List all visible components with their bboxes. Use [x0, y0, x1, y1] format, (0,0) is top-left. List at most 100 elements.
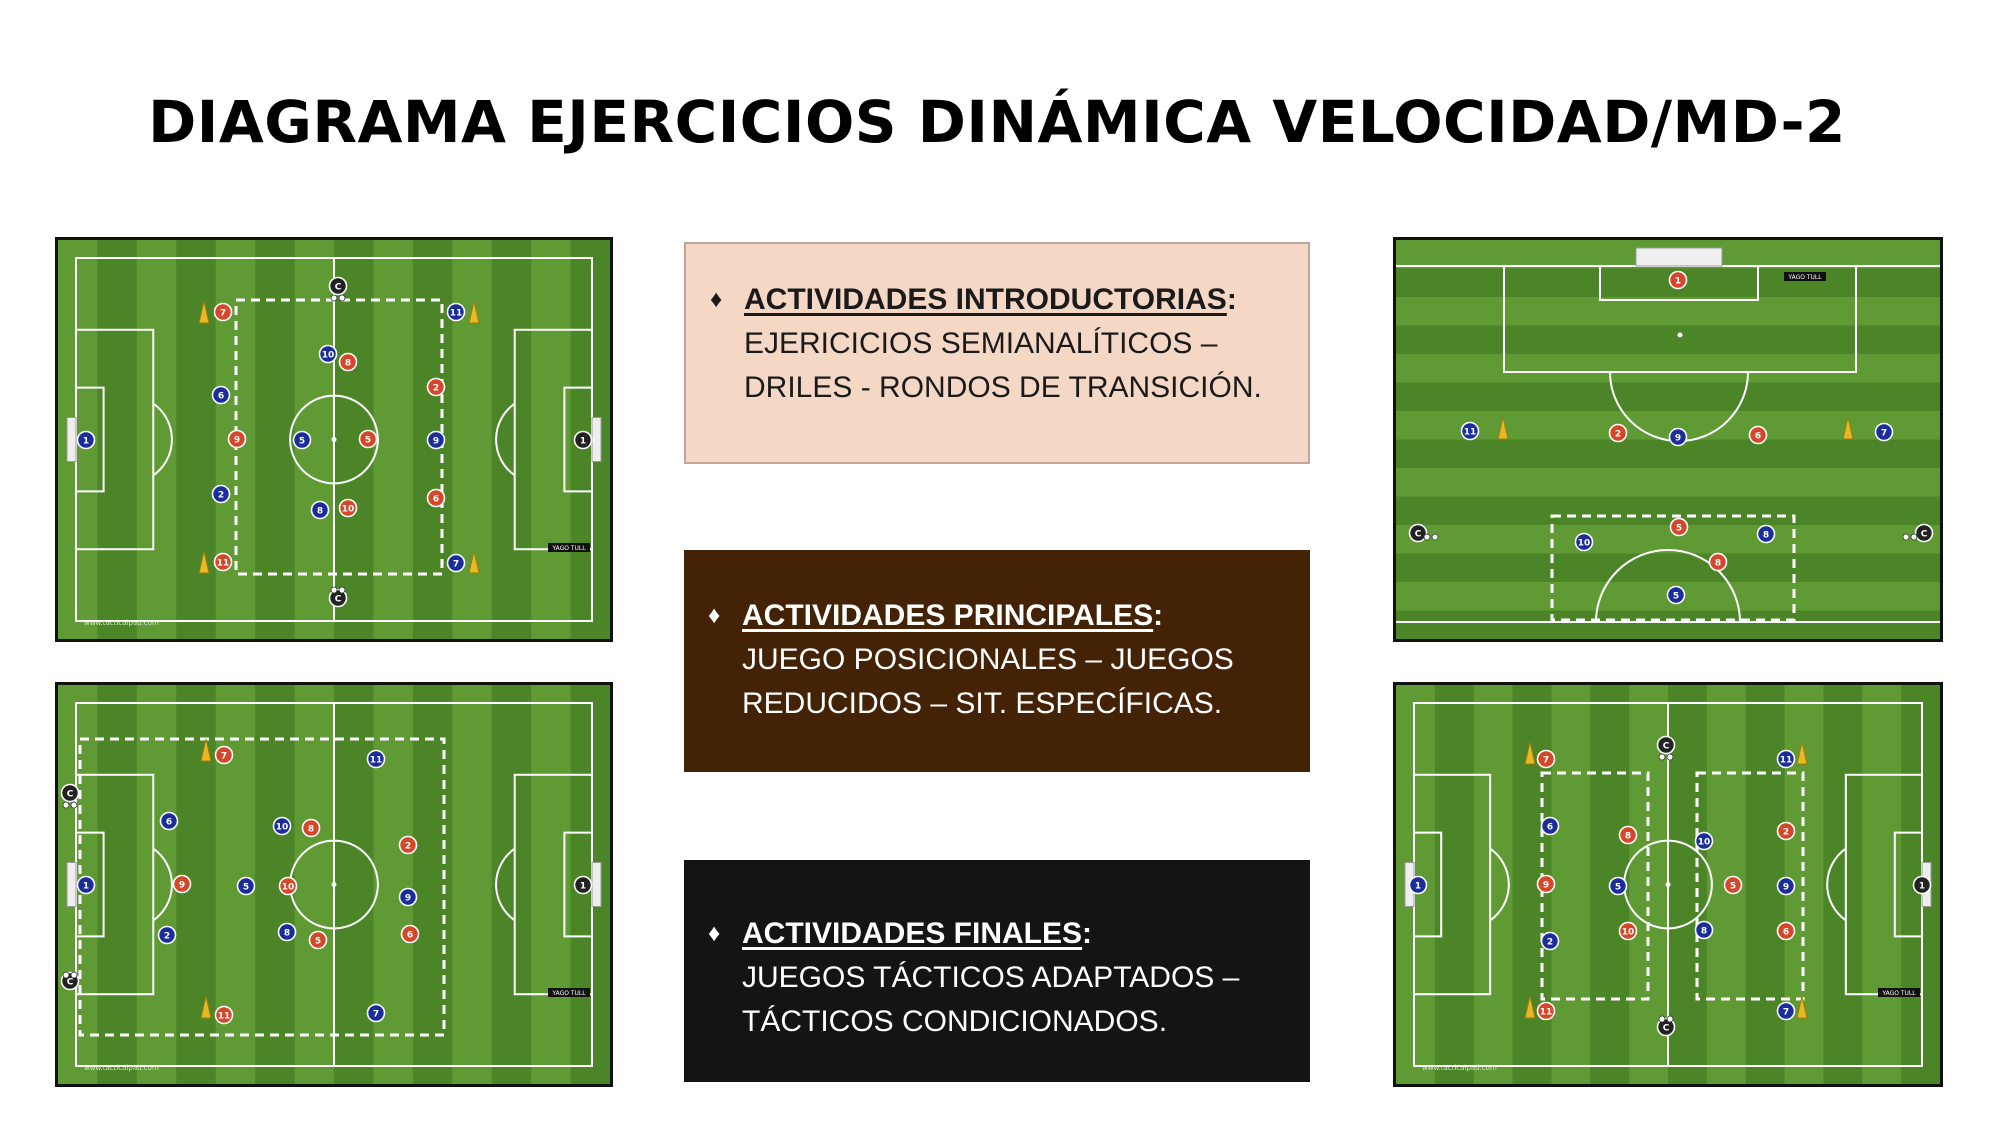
blue-player-circle [159, 811, 179, 831]
red-player: 10 [338, 498, 358, 518]
red-player-number: 8 [345, 359, 351, 369]
goalkeeper-number: 1 [580, 882, 586, 892]
red-player: 1 [1668, 270, 1688, 290]
coach-tag-bg [1878, 988, 1920, 997]
blue-player: 5 [292, 430, 312, 450]
red-player-circle [172, 874, 192, 894]
watermark-text: www.tacticalpad.com [84, 619, 159, 627]
cone-icon [468, 550, 480, 574]
goalkeeper-number: 1 [1919, 882, 1925, 892]
red-player-circle [1536, 1001, 1556, 1021]
blue-player-circle [1756, 524, 1776, 544]
blue-player-circle [1776, 1001, 1796, 1021]
goalkeeper: 1 [76, 875, 96, 895]
red-player-number: 11 [1540, 1008, 1553, 1018]
neutral-player-number: C [67, 790, 74, 800]
neutral-player-circle [328, 276, 348, 296]
goalkeeper-number: 1 [83, 437, 89, 447]
red-player: 10 [278, 876, 298, 896]
red-player: 2 [426, 377, 446, 397]
red-player: 6 [1748, 425, 1768, 445]
grass-stripe [294, 685, 335, 1084]
watermark-text: www.tacticalpad.com [84, 1064, 159, 1072]
goalkeeper: 1 [1408, 875, 1428, 895]
red-player-circle [358, 429, 378, 449]
blue-player-circle [1540, 816, 1560, 836]
red-player-circle [1776, 821, 1796, 841]
red-player-number: 8 [1715, 559, 1721, 569]
red-player: 11 [214, 1005, 234, 1025]
blue-player-number: 6 [218, 392, 224, 402]
neutral-player-circle [328, 588, 348, 608]
red-player-circle [1536, 874, 1556, 894]
grass-stripe [136, 240, 177, 639]
center-circle-arc [1595, 549, 1741, 623]
goalkeeper-circle [76, 430, 96, 450]
box-line: TÁCTICOS CONDICIONADOS. [742, 1005, 1168, 1038]
neutral-player-circle [1914, 523, 1934, 543]
blue-player: 9 [1776, 876, 1796, 896]
coach-tag: YAGO TULL [1784, 272, 1826, 281]
blue-player: 6 [159, 811, 179, 831]
blue-player-circle [292, 430, 312, 450]
red-player-circle [1618, 921, 1638, 941]
blue-player-circle [1694, 831, 1714, 851]
blue-player-circle [277, 922, 297, 942]
neutral-player-circle [1408, 523, 1428, 543]
goalkeeper-number: 1 [1415, 882, 1421, 892]
center-spot [331, 437, 337, 442]
blue-player: 5 [236, 876, 256, 896]
red-player: 7 [213, 302, 233, 322]
goal-net [1635, 247, 1723, 267]
grass-stripe [1396, 382, 1940, 412]
blue-player-number: 5 [299, 437, 305, 447]
grass-stripe [452, 240, 493, 639]
grass-stripe [1396, 439, 1940, 469]
box-heading: ACTIVIDADES INTRODUCTORIAS [744, 283, 1227, 316]
neutral-player-circle [1656, 735, 1676, 755]
goal-right [591, 417, 602, 462]
blue-player-circle [1668, 427, 1688, 447]
coach-tag-text: YAGO TULL [551, 990, 586, 997]
red-player-circle [1748, 425, 1768, 445]
blue-player-number: 5 [243, 883, 249, 893]
cone-icon [1842, 416, 1854, 440]
coach-tag: YAGO TULL [1878, 988, 1920, 997]
neutral-player-circle [1656, 1017, 1676, 1037]
blue-player-number: 8 [1763, 531, 1769, 541]
red-player-number: 6 [1755, 432, 1761, 442]
red-player: 9 [227, 429, 247, 449]
box-line: REDUCIDOS – SIT. ESPECÍFICAS. [742, 687, 1223, 720]
red-player: 10 [1618, 921, 1638, 941]
red-player-circle [400, 924, 420, 944]
cone-icon [1796, 741, 1808, 765]
neutral-player: C [1656, 735, 1676, 755]
box-line: JUEGOS TÁCTICOS ADAPTADOS – [742, 961, 1240, 994]
blue-player-circle [310, 500, 330, 520]
red-player-number: 8 [308, 825, 314, 835]
blue-player-number: 7 [453, 560, 459, 570]
cone-icon [200, 995, 212, 1019]
red-player: 5 [308, 930, 328, 950]
red-player-number: 5 [365, 436, 371, 446]
grass-stripe [452, 685, 493, 1084]
penalty-spot [1677, 332, 1683, 338]
neutral-player: C [60, 783, 80, 803]
red-player-number: 8 [1625, 832, 1631, 842]
neutral-player: C [1656, 1017, 1676, 1037]
red-player-number: 6 [1783, 928, 1789, 938]
grass-stripe [412, 685, 453, 1084]
neutral-player-number: C [67, 978, 74, 988]
zone-dashed [1550, 514, 1796, 622]
goalkeeper: 1 [573, 875, 593, 895]
blue-player-number: 5 [1615, 883, 1621, 893]
blue-player: 2 [1540, 931, 1560, 951]
box-heading-colon: : [1226, 283, 1237, 316]
goalkeeper: 1 [76, 430, 96, 450]
goalkeeper-circle [573, 430, 593, 450]
red-player-circle [301, 818, 321, 838]
blue-player-circle [446, 302, 466, 322]
red-player-circle [1776, 921, 1796, 941]
